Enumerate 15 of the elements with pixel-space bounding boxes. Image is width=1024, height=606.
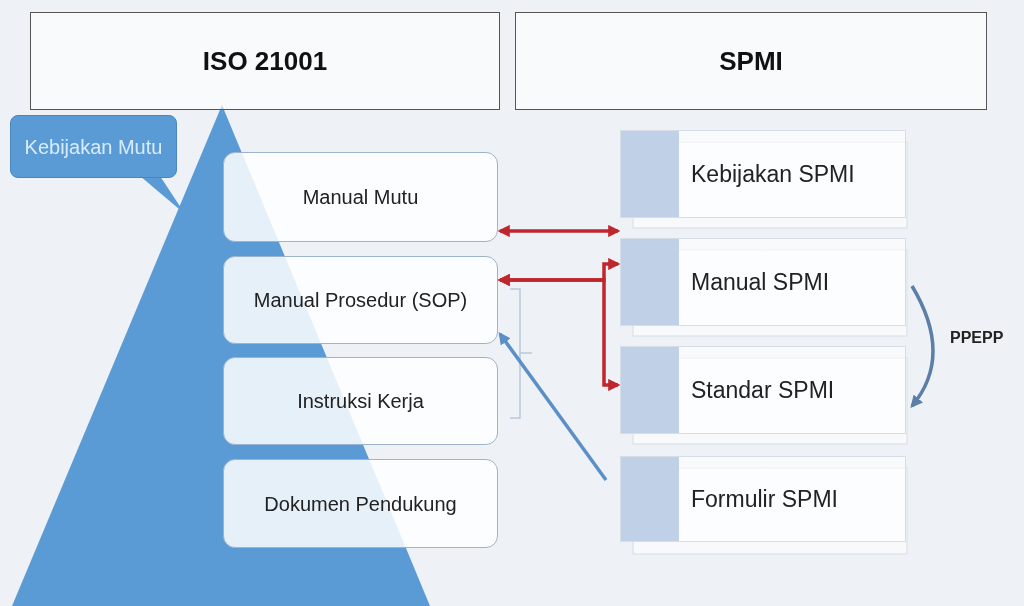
document-level-box: Manual Prosedur (SOP) (223, 256, 498, 344)
arrow (497, 273, 621, 392)
edge-label: PPEPP (950, 328, 1004, 348)
document-level-box: Dokumen Pendukung (223, 459, 498, 548)
arrow (498, 332, 608, 482)
header-box: ISO 21001 (30, 12, 500, 110)
document-box: Manual SPMI (620, 238, 906, 326)
document-box: Standar SPMI (620, 346, 906, 434)
document-level-box: Manual Mutu (223, 152, 498, 242)
header-box: SPMI (515, 12, 987, 110)
document-box: Kebijakan SPMI (620, 130, 906, 218)
arrow (910, 285, 935, 408)
document-box: Formulir SPMI (620, 456, 906, 542)
document-level-box: Instruksi Kerja (223, 357, 498, 445)
arrow (497, 224, 621, 238)
